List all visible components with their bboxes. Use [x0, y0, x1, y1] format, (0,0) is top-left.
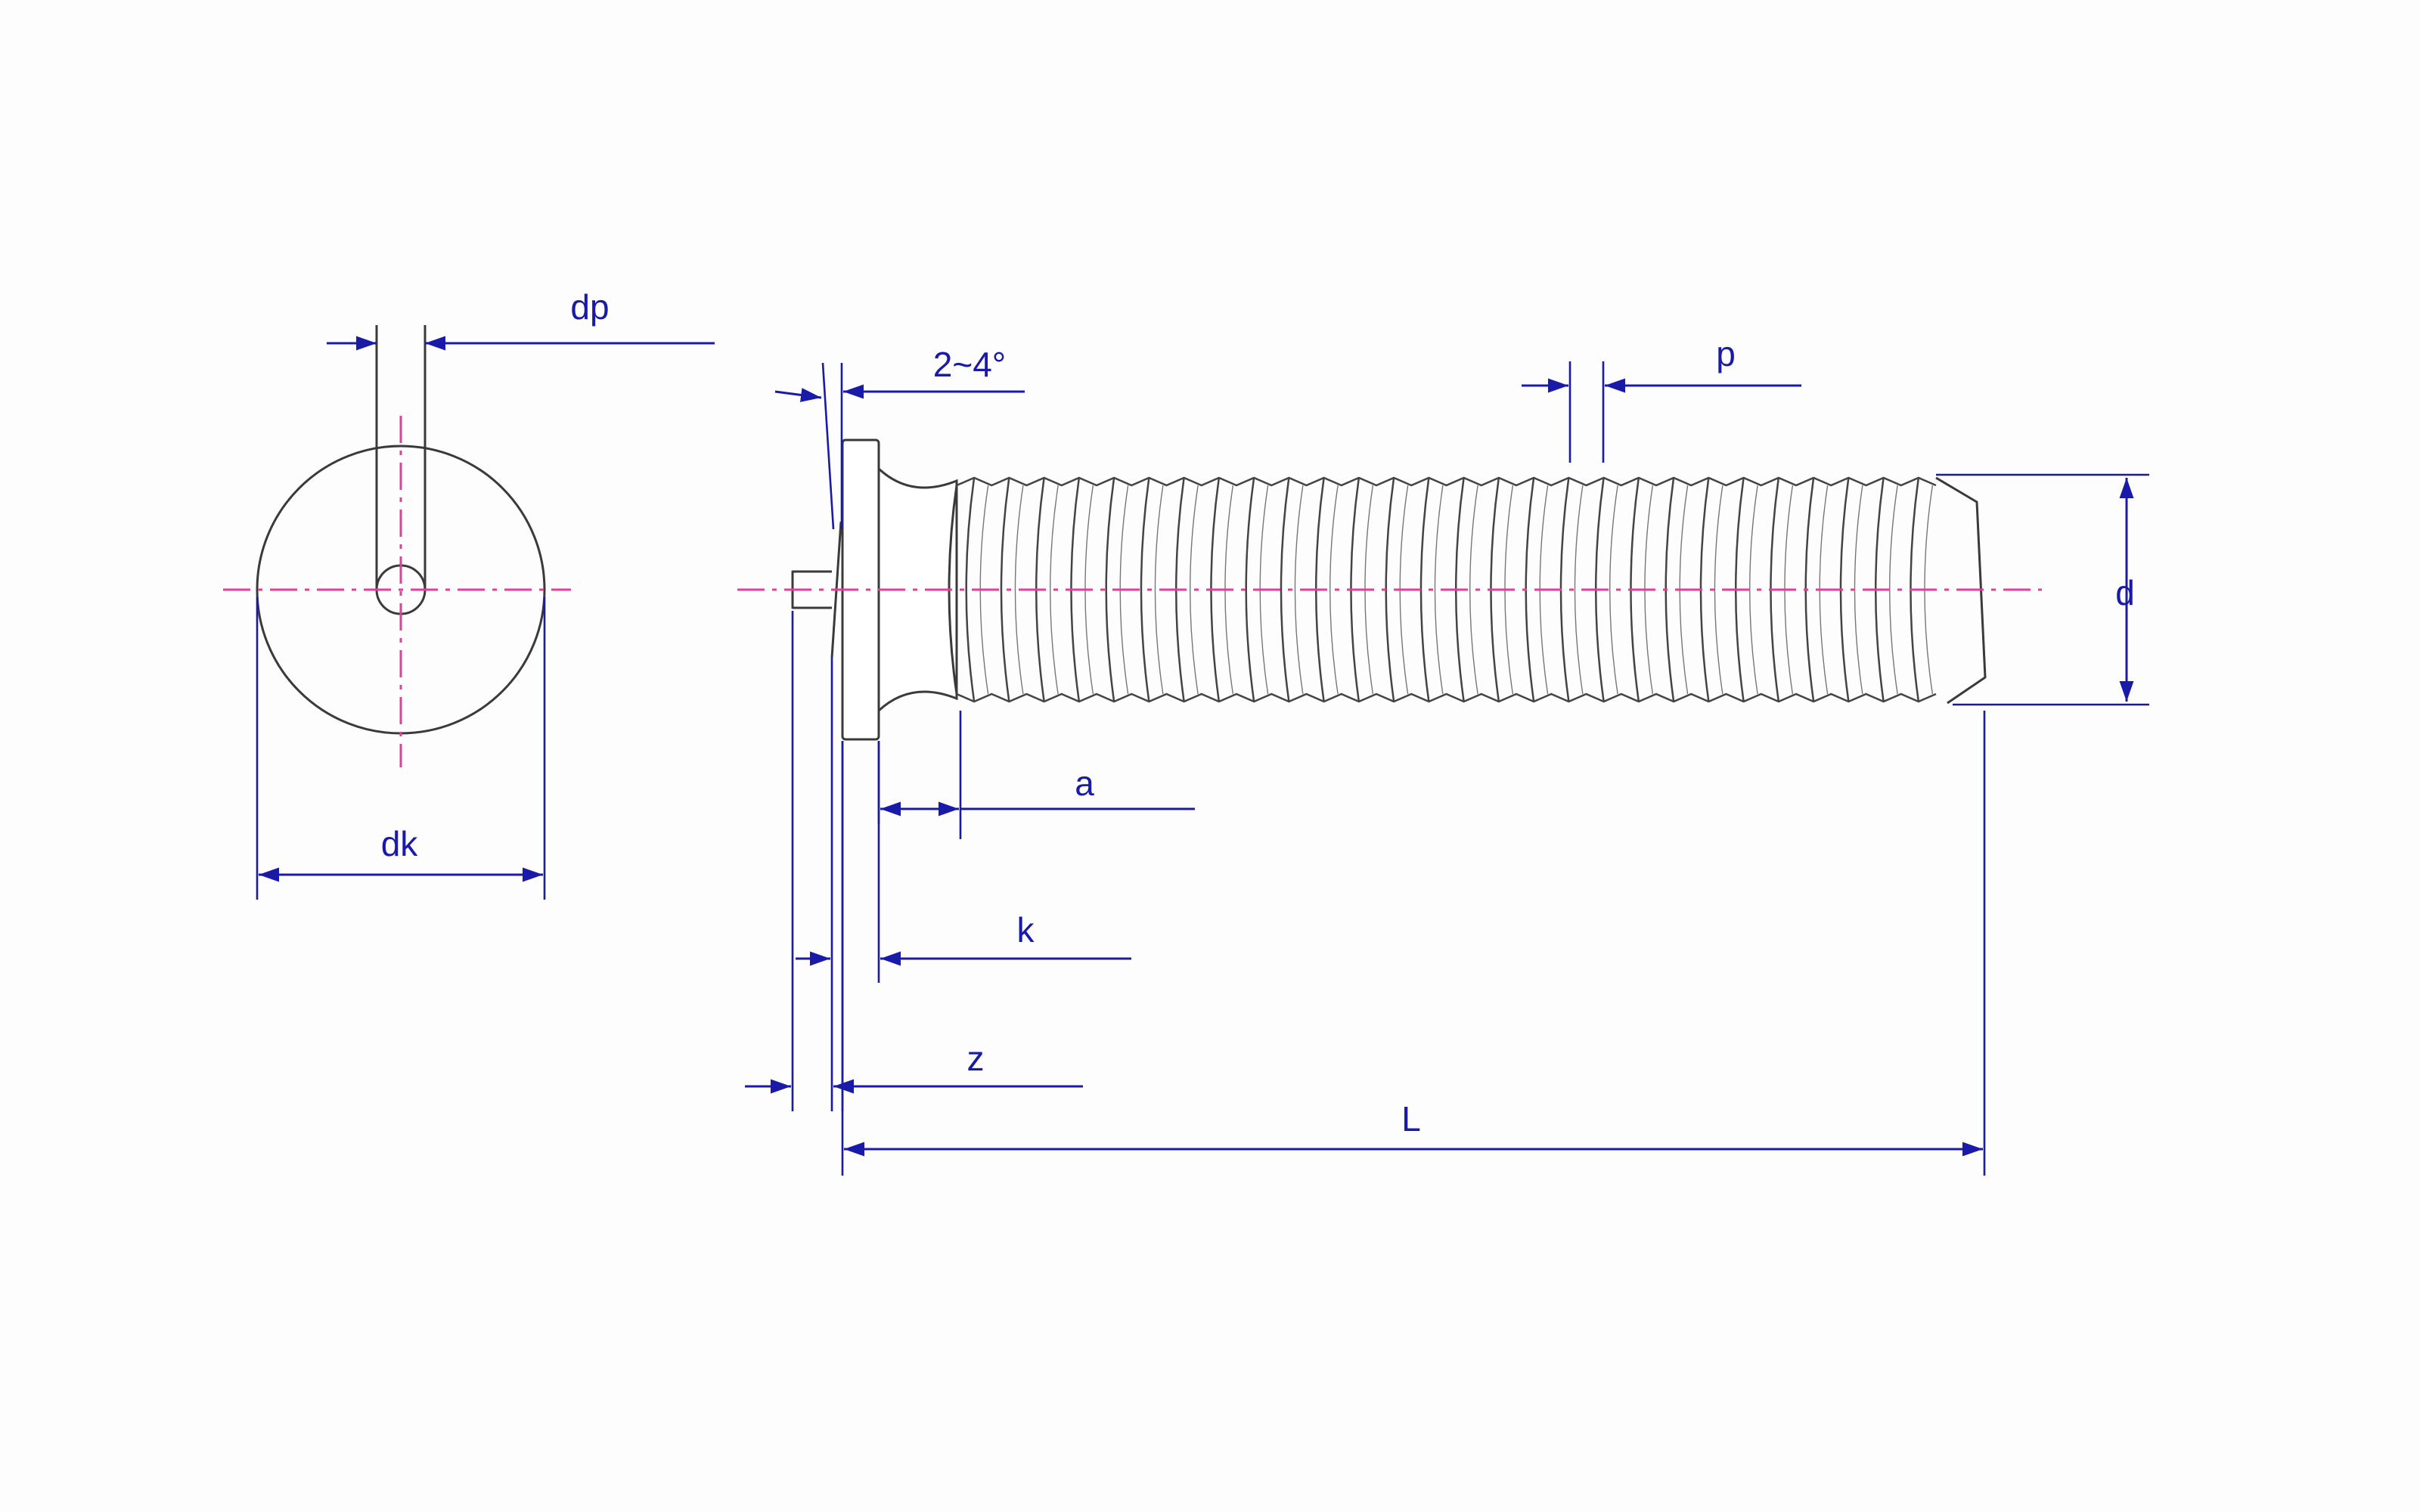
dim-label-dk: dk: [381, 824, 419, 863]
thread-crest-line: [1559, 477, 1570, 702]
dim-label-d: d: [2115, 573, 2135, 612]
thread-crest-line: [1525, 477, 1535, 702]
dimension-dp: dp: [327, 287, 715, 351]
dimension-z: z: [745, 611, 1083, 1111]
dimension-a: a: [877, 711, 1195, 839]
thread-crest-line: [965, 477, 976, 702]
thread-crest-line: [1419, 477, 1430, 702]
thread-root-line: [1889, 485, 1898, 695]
thread-root-line: [1854, 485, 1863, 695]
side-view: [737, 438, 2042, 741]
dim-label-z: z: [967, 1039, 985, 1078]
dim-label-angle: 2~4°: [933, 345, 1006, 384]
thread-root-line: [1609, 485, 1618, 695]
thread-root-line: [1050, 485, 1059, 695]
dim-label-L: L: [1401, 1099, 1421, 1139]
dimension-angle: 2~4°: [774, 345, 1025, 530]
thread-root-line: [1749, 485, 1758, 695]
thread-root-line: [1434, 485, 1444, 695]
thread-crest-line: [1280, 477, 1290, 702]
head-neck: [877, 466, 958, 714]
thread-root-line: [1294, 485, 1304, 695]
end-view: [223, 325, 571, 767]
dimension-dk: dk: [256, 597, 546, 900]
dim-label-p: p: [1716, 334, 1736, 373]
dimension-L: L: [841, 711, 1986, 1176]
thread-root-line: [1014, 485, 1024, 695]
thread-bottom-profile: [956, 692, 1937, 703]
thread-crest-line: [1140, 477, 1150, 702]
thread-crest-line: [1245, 477, 1255, 702]
thread-crest-line: [1385, 477, 1395, 702]
thread-top-profile: [956, 476, 1937, 487]
dimension-p: p: [1522, 334, 1801, 463]
thread-root-line: [1714, 485, 1723, 695]
dim-label-a: a: [1075, 764, 1094, 803]
dim-label-dp: dp: [570, 287, 609, 327]
thread-root-line: [1190, 485, 1199, 695]
dim-label-k: k: [1017, 910, 1035, 950]
thread-root-line: [1469, 485, 1478, 695]
thread-root-line: [1574, 485, 1584, 695]
dimension-d: d: [1936, 473, 2149, 706]
thread-root-line: [1329, 485, 1339, 695]
thread-root-line: [1154, 485, 1164, 695]
thread-crest-line: [1105, 477, 1115, 702]
thread-crest-line: [1000, 477, 1010, 702]
